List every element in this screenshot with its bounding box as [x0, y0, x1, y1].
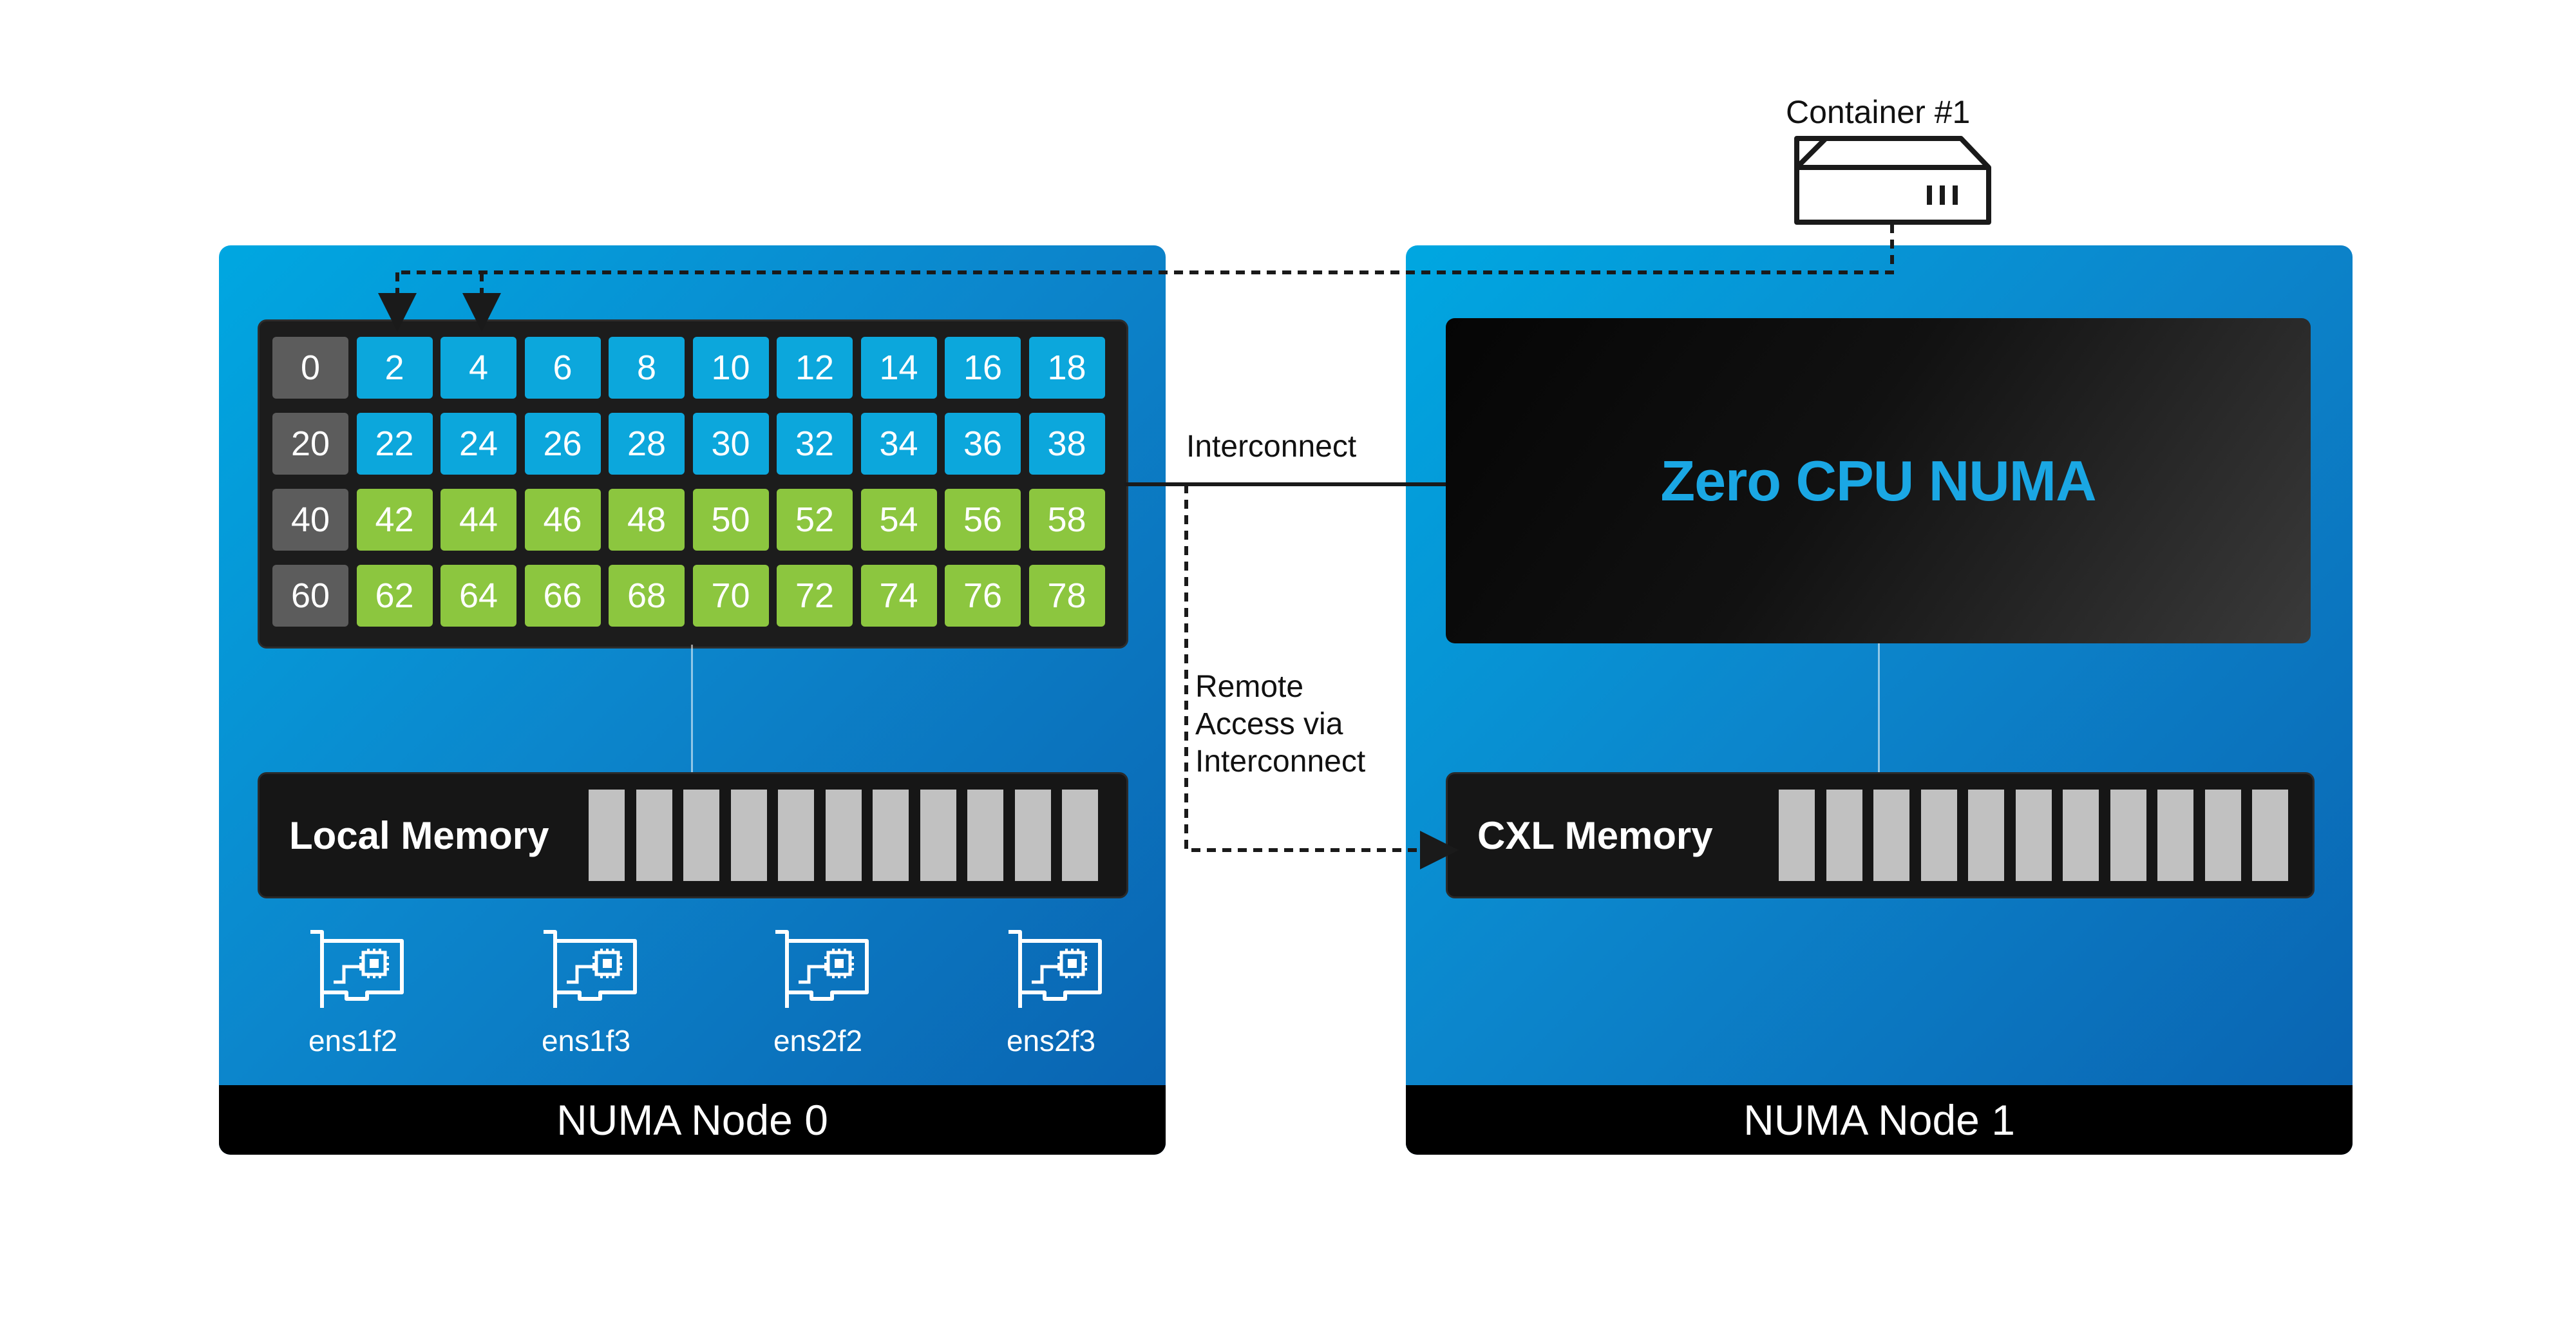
node1-connector-line [1878, 643, 1880, 772]
nic-label: ens2f3 [1006, 1024, 1096, 1057]
zero-cpu-numa-label: Zero CPU NUMA [1660, 448, 2096, 513]
local-memory-label: Local Memory [289, 813, 549, 857]
cxl-memory-bar: CXL Memory [1446, 772, 2315, 898]
memory-stick [1920, 790, 1957, 881]
memory-stick [873, 790, 909, 881]
memory-stick [2157, 790, 2193, 881]
cpu-core-offline: 20 [272, 413, 348, 475]
numa-node-1-title: NUMA Node 1 [1406, 1085, 2353, 1155]
remote-access-label: Remote Access via Interconnect [1195, 668, 1365, 781]
cpu-core: 68 [609, 565, 685, 627]
numa-node-1: Zero CPU NUMA CXL Memory NUMA Node 1 [1406, 245, 2353, 1155]
cpu-core: 24 [440, 413, 516, 475]
local-memory-bar: Local Memory [258, 772, 1128, 898]
memory-stick [2110, 790, 2146, 881]
server-box-icon [1794, 136, 1991, 225]
cpu-core: 54 [860, 489, 937, 551]
memory-stick [2015, 790, 2052, 881]
cpu-core: 38 [1028, 413, 1105, 475]
nic-label: ens1f2 [308, 1024, 398, 1057]
container-label: Container #1 [1786, 94, 1971, 130]
memory-stick [589, 790, 625, 881]
memory-stick [1968, 790, 2004, 881]
memory-stick [730, 790, 767, 881]
memory-stick [636, 790, 672, 881]
cpu-core: 72 [777, 565, 853, 627]
cpu-core: 2 [356, 337, 433, 399]
memory-stick [778, 790, 814, 881]
memory-stick [2063, 790, 2099, 881]
cpu-core: 22 [356, 413, 433, 475]
memory-stick [2204, 790, 2241, 881]
nic-label: ens1f3 [541, 1024, 631, 1057]
cpu-core: 78 [1028, 565, 1105, 627]
container-link-line [397, 224, 1894, 274]
cpu-core: 62 [356, 565, 433, 627]
cpu-core: 12 [777, 337, 853, 399]
cpu-core: 76 [945, 565, 1021, 627]
cpu-core: 14 [860, 337, 937, 399]
cpu-core: 66 [524, 565, 601, 627]
remote-access-line-2: Access via [1195, 707, 1343, 741]
cpu-core: 74 [860, 565, 937, 627]
network-card-icon [775, 930, 869, 1008]
memory-stick [920, 790, 956, 881]
cpu-core: 26 [524, 413, 601, 475]
cpu-core: 46 [524, 489, 601, 551]
node0-connector-line [691, 645, 693, 772]
network-card-icon [1009, 930, 1102, 1008]
memory-stick [967, 790, 1003, 881]
remote-access-arrow [1184, 484, 1459, 869]
cpu-core: 34 [860, 413, 937, 475]
nic-card: ens1f2 [289, 928, 417, 1058]
network-card-icon [310, 930, 404, 1008]
cpu-core: 58 [1028, 489, 1105, 551]
cpu-core: 56 [945, 489, 1021, 551]
cpu-core: 16 [945, 337, 1021, 399]
cpu-core: 32 [777, 413, 853, 475]
cpu-core-offline: 0 [272, 337, 348, 399]
cpu-core-offline: 60 [272, 565, 348, 627]
cpu-core: 28 [609, 413, 685, 475]
memory-stick [1826, 790, 1862, 881]
cpu-core: 64 [440, 565, 516, 627]
cpu-core: 6 [524, 337, 601, 399]
memory-stick [2252, 790, 2288, 881]
cpu-core: 36 [945, 413, 1021, 475]
nic-card: ens1f3 [522, 928, 650, 1058]
nic-label: ens2f2 [773, 1024, 863, 1057]
remote-access-line-3: Interconnect [1195, 744, 1366, 779]
memory-stick [1062, 790, 1098, 881]
memory-stick [1873, 790, 1909, 881]
memory-stick [683, 790, 719, 881]
cpu-core: 30 [692, 413, 769, 475]
cpu-core: 18 [1028, 337, 1105, 399]
memory-stick [1779, 790, 1815, 881]
nic-card: ens2f2 [753, 928, 882, 1058]
memory-stick [1014, 790, 1051, 881]
cpu-core: 44 [440, 489, 516, 551]
cpu-core: 8 [609, 337, 685, 399]
cpu-core-offline: 40 [272, 489, 348, 551]
cpu-core: 42 [356, 489, 433, 551]
zero-cpu-numa-box: Zero CPU NUMA [1446, 318, 2311, 643]
interconnect-label: Interconnect [1186, 430, 1357, 464]
cpu-core: 70 [692, 565, 769, 627]
cpu-core: 10 [692, 337, 769, 399]
cpu-core: 52 [777, 489, 853, 551]
numa-node-0-title: NUMA Node 0 [219, 1085, 1166, 1155]
cpu-core: 50 [692, 489, 769, 551]
cxl-memory-label: CXL Memory [1477, 813, 1713, 857]
remote-access-line-1: Remote [1195, 670, 1304, 704]
network-card-icon [544, 930, 637, 1008]
memory-stick [825, 790, 862, 881]
cpu-core: 4 [440, 337, 516, 399]
cpu-core: 48 [609, 489, 685, 551]
nic-card: ens2f3 [987, 928, 1115, 1058]
